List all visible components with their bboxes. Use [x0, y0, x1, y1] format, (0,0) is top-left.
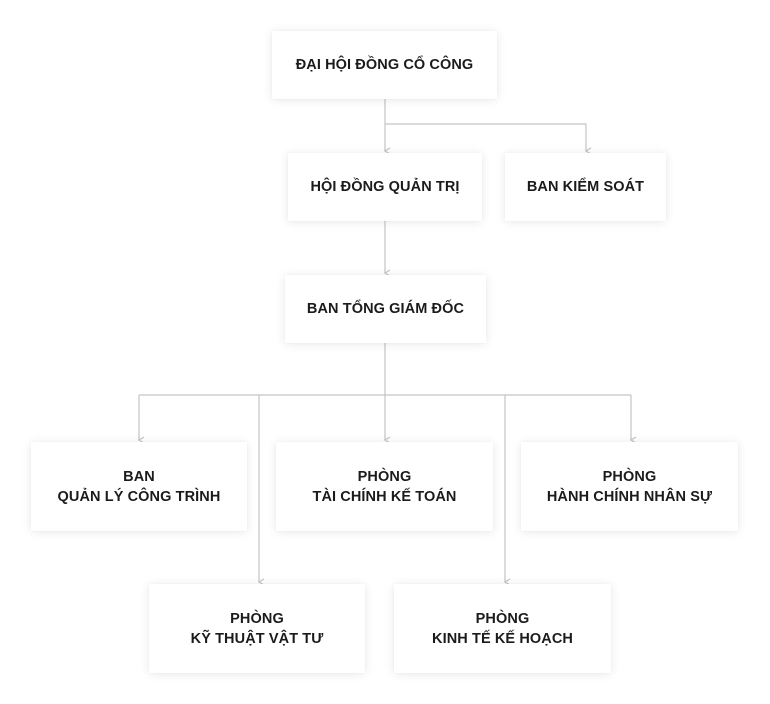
node-label-line-2: KINH TẾ KẾ HOẠCH	[432, 630, 573, 647]
node-dai-hoi-dong-co-dong: ĐẠI HỘI ĐỒNG CỔ CÔNG	[272, 31, 497, 99]
node-label-line-2: QUẢN LÝ CÔNG TRÌNH	[57, 488, 221, 505]
node-ban-tong-giam-doc: BAN TỔNG GIÁM ĐỐC	[285, 275, 486, 343]
node-label-line-2: HÀNH CHÍNH NHÂN SỰ	[546, 488, 713, 505]
node-label: BAN KIỂM SOÁT	[526, 179, 645, 195]
node-label-line-1: BAN	[123, 468, 155, 485]
node-label: ĐẠI HỘI ĐỒNG CỔ CÔNG	[295, 57, 474, 73]
connector-group	[137, 99, 637, 586]
node-label: BAN TỔNG GIÁM ĐỐC	[306, 301, 465, 317]
node-hoi-dong-quan-tri: HỘI ĐỒNG QUẢN TRỊ	[288, 153, 482, 221]
node-label-line-2: KỸ THUẬT VẬT TƯ	[190, 630, 324, 647]
node-phong-hanh-chinh-nhan-su: PHÒNG HÀNH CHÍNH NHÂN SỰ	[521, 442, 738, 531]
node-phong-kinh-te-ke-hoach: PHÒNG KINH TẾ KẾ HOẠCH	[394, 584, 611, 673]
node-label: HỘI ĐỒNG QUẢN TRỊ	[310, 179, 460, 195]
node-ban-kiem-soat: BAN KIỂM SOÁT	[505, 153, 666, 221]
node-label-line-1: PHÒNG	[230, 610, 284, 627]
node-label-line-1: PHÒNG	[475, 610, 530, 627]
node-ban-quan-ly-cong-trinh: BAN QUẢN LÝ CÔNG TRÌNH	[31, 442, 247, 531]
node-label-line-1: PHÒNG	[357, 468, 412, 485]
node-label-line-1: PHÒNG	[602, 468, 657, 485]
connector-dhdcd-bks	[385, 123, 592, 155]
node-phong-tai-chinh-ke-toan: PHÒNG TÀI CHÍNH KẾ TOÁN	[276, 442, 493, 531]
node-phong-ky-thuat-vat-tu: PHÒNG KỸ THUẬT VẬT TƯ	[149, 584, 365, 673]
node-label-line-2: TÀI CHÍNH KẾ TOÁN	[312, 488, 457, 505]
